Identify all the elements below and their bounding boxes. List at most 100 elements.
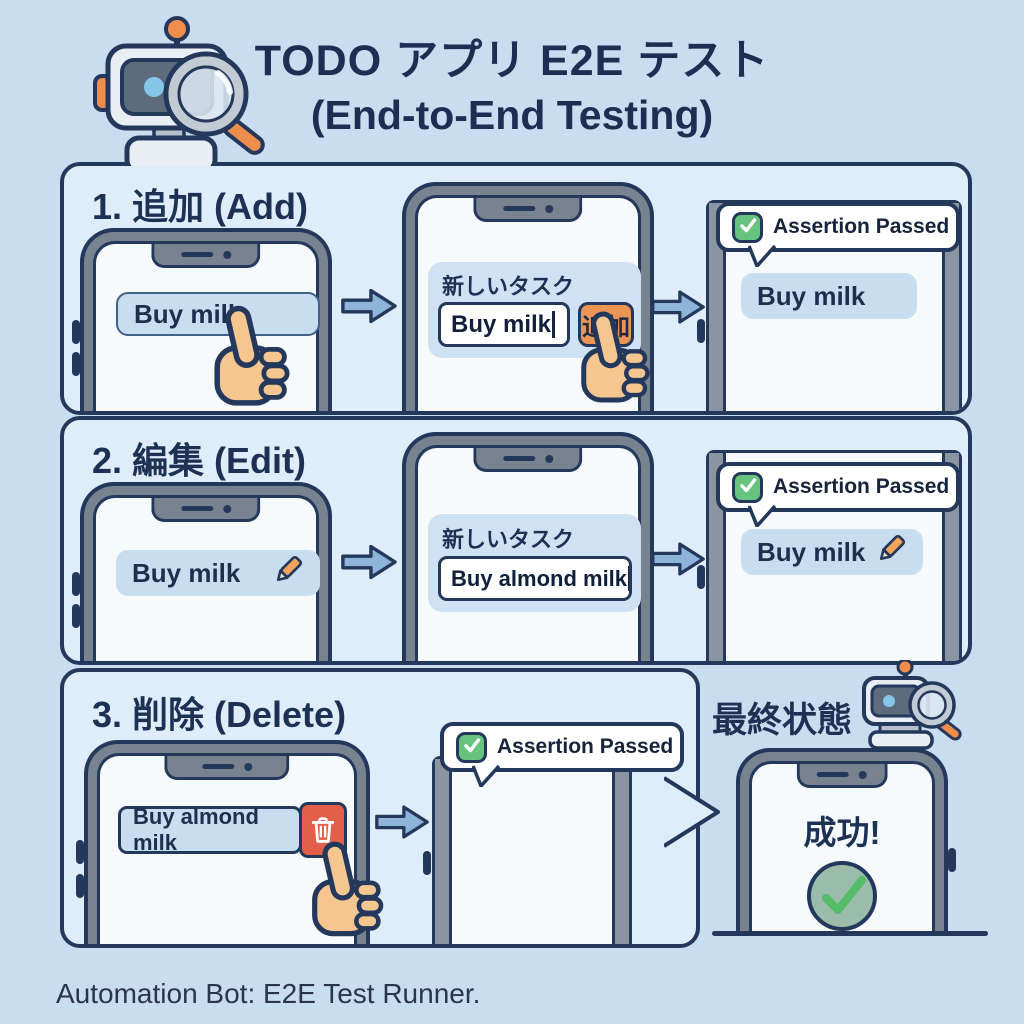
todo-item-label: Buy almond milk	[133, 804, 259, 855]
phone-screen: Buy milk	[93, 241, 320, 411]
flow-arrow-icon	[375, 805, 429, 839]
flow-arrow-icon	[341, 544, 397, 580]
assertion-label: Assertion Passed	[773, 475, 950, 498]
assertion-checkbox	[456, 731, 487, 763]
robot-magnifier-icon	[93, 16, 265, 166]
phone-notch	[473, 198, 583, 222]
check-icon	[739, 217, 756, 232]
side-button	[76, 840, 84, 864]
phone-notch	[796, 764, 888, 788]
camera-dot	[222, 250, 231, 259]
new-task-label: 新しいタスク	[442, 274, 575, 299]
speaker-slot	[180, 252, 213, 257]
phone-notch	[473, 448, 583, 472]
pencil-slot	[272, 554, 304, 593]
hand-cursor-icon	[214, 305, 290, 406]
assertion-bubble: Assertion Passed	[716, 202, 960, 267]
todo-item-label: Buy milk	[134, 298, 243, 329]
side-button	[423, 851, 431, 875]
phone-notch	[151, 244, 261, 268]
phone-edge	[942, 203, 959, 411]
final-state-heading: 最終状態	[712, 701, 853, 740]
speaker-slot	[202, 764, 234, 769]
task-input[interactable]: Buy almond milk	[438, 556, 632, 601]
hand-cursor-icon	[581, 311, 650, 403]
speaker-slot	[180, 506, 213, 511]
phone-screen: Buy milk	[93, 495, 320, 661]
step-2-edit-panel: 2. 編集 (Edit) Buy milk	[60, 416, 972, 665]
check-icon	[739, 477, 756, 492]
flow-arrow-icon	[651, 290, 705, 324]
side-button	[697, 319, 705, 343]
phone-screen: Buy almond milk	[97, 753, 384, 944]
step-1-add-panel: 1. 追加 (Add) Buy milk	[60, 162, 972, 415]
text-cursor	[552, 310, 556, 339]
camera-dot	[244, 762, 252, 771]
footer-caption: Automation Bot: E2E Test Runner.	[56, 978, 481, 1009]
delete-phone-action: Buy almond milk	[76, 740, 384, 944]
task-input-value: Buy milk	[451, 310, 552, 338]
todo-item-label: Buy milk	[757, 280, 866, 311]
page-title: TODO アプリ E2E テスト (End-to-End Testing)	[0, 34, 1024, 142]
ground-line	[712, 931, 988, 936]
success-label: 成功!	[803, 814, 881, 851]
speaker-slot	[502, 456, 535, 461]
add-phone-before: Buy milk	[72, 228, 332, 411]
phone-screen: 新しいタスク Buy almond milk	[415, 445, 641, 661]
assertion-label: Assertion Passed	[497, 735, 674, 758]
side-button	[72, 352, 80, 376]
edit-phone-before: Buy milk	[72, 482, 332, 661]
task-input-value: Buy almond milk	[451, 565, 628, 591]
edit-pencil-icon[interactable]	[272, 554, 304, 586]
bubble-tail	[748, 505, 776, 527]
final-phone: 成功!	[736, 748, 956, 933]
phone-screen: 新しいタスク Buy milk 追加	[415, 195, 650, 411]
add-phone-action: 新しいタスク Buy milk 追加	[402, 182, 654, 411]
page-title-line2: (End-to-End Testing)	[310, 92, 714, 139]
phone-notch	[151, 498, 261, 522]
camera-dot	[544, 454, 553, 463]
todo-item: Buy milk	[116, 292, 320, 336]
bubble-tail	[472, 765, 500, 787]
todo-item: Buy milk	[116, 550, 320, 596]
camera-dot	[222, 504, 231, 513]
step-1-heading: 1. 追加 (Add)	[92, 186, 308, 227]
side-button	[76, 874, 84, 898]
success-check-icon	[807, 861, 877, 931]
assertion-checkbox	[732, 471, 763, 503]
flow-arrow-icon	[651, 542, 705, 576]
phone-notch	[164, 756, 290, 780]
side-button	[72, 572, 80, 596]
speaker-slot	[817, 772, 849, 777]
assertion-bubble: Assertion Passed	[440, 722, 684, 787]
phone-edge	[435, 759, 452, 944]
edit-phone-action: 新しいタスク Buy almond milk	[402, 432, 654, 661]
text-cursor	[628, 565, 629, 592]
speaker-slot	[502, 206, 535, 211]
small-robot-magnifier-icon	[862, 660, 962, 750]
camera-dot	[859, 770, 867, 779]
camera-dot	[544, 204, 553, 213]
delete-phone-result	[423, 756, 632, 944]
step-3-heading: 3. 削除 (Delete)	[92, 694, 347, 735]
phone-screen: 成功!	[749, 761, 935, 933]
side-button	[948, 848, 956, 872]
step-2-heading: 2. 編集 (Edit)	[92, 440, 306, 481]
flow-arrow-icon	[341, 288, 397, 324]
phone-edge	[612, 759, 629, 944]
bubble-tail	[748, 245, 776, 267]
edit-pencil-icon[interactable]	[875, 533, 907, 565]
side-button	[72, 320, 80, 344]
hand-cursor-icon	[312, 841, 384, 937]
side-button	[72, 604, 80, 628]
todo-item-label: Buy milk	[757, 536, 866, 567]
new-task-card: 新しいタスク Buy milk 追加	[428, 262, 641, 358]
task-input[interactable]: Buy milk	[438, 302, 570, 347]
page-title-line1: TODO アプリ E2E テスト	[254, 37, 770, 85]
new-task-label: 新しいタスク	[442, 527, 575, 552]
new-task-card: 新しいタスク Buy almond milk	[428, 514, 641, 612]
pencil-slot	[875, 533, 907, 572]
assertion-checkbox	[732, 211, 763, 243]
todo-item: Buy almond milk	[118, 804, 302, 855]
